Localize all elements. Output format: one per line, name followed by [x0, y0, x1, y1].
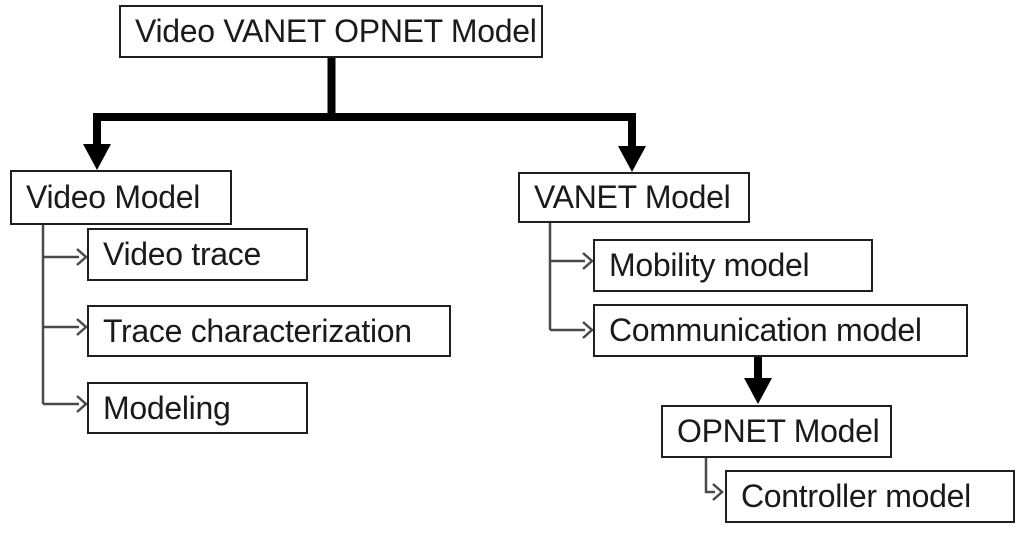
arrowhead-to-video-trace [76, 248, 88, 266]
node-video-trace-label: Video trace [103, 236, 261, 272]
arrowhead-to-opnet-model [744, 378, 772, 404]
arrowhead-to-video-model [83, 144, 111, 170]
node-modeling: Modeling [87, 382, 308, 434]
arrowhead-to-vanet-model [618, 146, 646, 172]
connector-root-branch-bar [93, 113, 636, 150]
arrowhead-to-controller-model [712, 483, 724, 501]
node-modeling-label: Modeling [103, 389, 231, 426]
node-video-vanet-opnet-model: Video VANET OPNET Model [119, 5, 543, 58]
node-communication-model-label: Communication model [609, 312, 922, 348]
node-video-model-label: Video Model [26, 179, 201, 215]
node-mobility-model-label: Mobility model [609, 247, 810, 283]
arrowhead-to-trace-characterization [76, 318, 88, 336]
node-mobility-model: Mobility model [593, 239, 873, 292]
arrowhead-to-mobility-model [582, 252, 594, 270]
node-controller-model-label: Controller model [741, 478, 971, 514]
node-opnet-model: OPNET Model [661, 405, 892, 458]
node-video-vanet-opnet-model-label: Video VANET OPNET Model [135, 13, 537, 49]
arrowhead-to-communication-model [582, 321, 594, 339]
node-opnet-model-label: OPNET Model [677, 413, 880, 449]
node-vanet-model: VANET Model [518, 172, 750, 223]
node-video-trace: Video trace [87, 228, 308, 281]
node-trace-characterization: Trace characterization [87, 305, 451, 357]
node-trace-characterization-label: Trace characterization [103, 312, 412, 349]
arrowhead-to-modeling [76, 395, 88, 413]
node-controller-model: Controller model [725, 470, 1015, 523]
node-communication-model: Communication model [593, 304, 968, 357]
connector-opnet-to-controller [704, 458, 715, 494]
node-video-model: Video Model [10, 170, 232, 225]
node-vanet-model-label: VANET Model [534, 179, 731, 215]
